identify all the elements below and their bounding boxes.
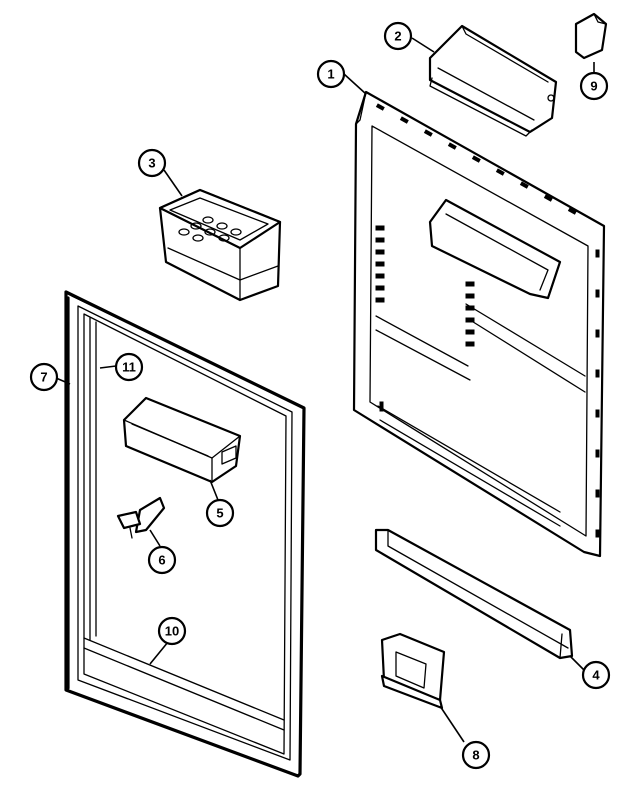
egg-bucket <box>158 188 282 302</box>
callout-label: 9 <box>590 79 597 94</box>
callout-2: 2 <box>383 21 413 51</box>
callout-label: 8 <box>472 748 479 763</box>
door-shelf-bin-small <box>380 632 446 710</box>
dairy-compartment-door <box>428 24 558 137</box>
bottom-door-rail <box>374 528 574 660</box>
callout-8: 8 <box>461 740 491 770</box>
callout-4: 4 <box>581 660 611 690</box>
inner-door-liner <box>352 90 606 558</box>
shelf-retainer-clip <box>116 496 166 539</box>
dairy-door-end-cap <box>574 12 608 60</box>
callout-label: 10 <box>165 624 179 639</box>
callout-label: 5 <box>216 506 223 521</box>
leader-lines <box>55 37 595 743</box>
callout-label: 4 <box>592 668 600 683</box>
callout-label: 11 <box>122 360 136 375</box>
callout-11: 11 <box>114 352 144 382</box>
callout-7: 7 <box>29 362 59 392</box>
callout-label: 2 <box>394 29 401 44</box>
callout-label: 6 <box>158 553 165 568</box>
callout-10: 10 <box>157 616 187 646</box>
callout-label: 3 <box>148 156 155 171</box>
callout-6: 6 <box>147 545 177 575</box>
callout-label: 1 <box>327 67 334 82</box>
callout-1: 1 <box>316 59 346 89</box>
callout-5: 5 <box>205 498 235 528</box>
door-gasket <box>64 290 306 778</box>
callout-3: 3 <box>137 148 167 178</box>
callout-label: 7 <box>40 370 47 385</box>
callout-9: 9 <box>579 71 609 101</box>
door-shelf-bin <box>122 396 242 484</box>
